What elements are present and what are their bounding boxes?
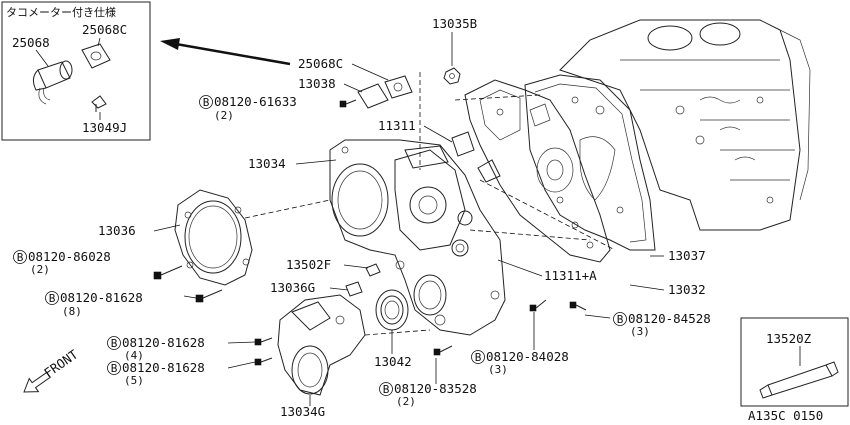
bolt-b4-qty: (4) bbox=[124, 349, 144, 362]
bolt-b6-shape bbox=[433, 345, 453, 356]
callout-13036G: 13036G bbox=[270, 280, 315, 295]
bolt-b8-number: 08120-84528 bbox=[628, 311, 711, 326]
bolt-callout-b1: B 08120-61633 (2) bbox=[199, 94, 297, 122]
bolt-marker: B bbox=[475, 351, 482, 364]
bolt-marker: B bbox=[203, 96, 210, 109]
bolt-b1-number: 08120-61633 bbox=[214, 94, 297, 109]
gasket-13036-drawing bbox=[174, 189, 253, 286]
gasket-11311-drawing bbox=[451, 131, 501, 183]
bolt-marker: B bbox=[111, 362, 118, 375]
bolt-b2-qty: (2) bbox=[30, 263, 50, 276]
callout-13034: 13034 bbox=[248, 156, 286, 171]
inset-gasket-drawing bbox=[81, 37, 111, 69]
bolt-b3-qty: (8) bbox=[62, 305, 82, 318]
dowel-13036G-drawing bbox=[345, 281, 363, 297]
bolt-callout-b4: B 08120-81628 (4) bbox=[107, 335, 205, 362]
front-label: FRONT bbox=[41, 346, 81, 380]
inset-clip-drawing bbox=[91, 95, 107, 120]
callout-11311: 11311 bbox=[378, 118, 416, 133]
bolt-b5-qty: (5) bbox=[124, 374, 144, 387]
bolt-b5-number: 08120-81628 bbox=[122, 360, 205, 375]
bolt-b3-shape bbox=[195, 289, 223, 303]
callout-labels: 13035B 25068C 13038 11311 13034 13036 13… bbox=[98, 16, 706, 419]
callout-13042: 13042 bbox=[374, 354, 412, 369]
inset-frame bbox=[1, 1, 151, 141]
inset-part-25068: 25068 bbox=[12, 35, 50, 50]
callout-13037: 13037 bbox=[668, 248, 706, 263]
sealant-inset-frame bbox=[740, 317, 849, 407]
bolt-b4-shape bbox=[254, 337, 273, 346]
callout-13032: 13032 bbox=[668, 282, 706, 297]
bolt-callout-b2: B 08120-86028 (2) bbox=[13, 249, 111, 276]
bolt-b6-number: 08120-83528 bbox=[394, 381, 477, 396]
front-direction-indicator: FRONT bbox=[23, 346, 81, 393]
bolt-callout-b8: B 08120-84528 (3) bbox=[613, 311, 711, 338]
bolt-callout-b3: B 08120-81628 (8) bbox=[45, 290, 143, 318]
bolt-marker: B bbox=[17, 251, 24, 264]
bolt-b4-number: 08120-81628 bbox=[122, 335, 205, 350]
bolt-b2-shape bbox=[153, 265, 183, 280]
housing-13034G-drawing bbox=[277, 294, 366, 396]
sealant-part-label: 13520Z bbox=[766, 331, 812, 346]
bolt-b1-shape bbox=[339, 99, 357, 108]
callout-13034G: 13034G bbox=[280, 404, 325, 419]
bolt-marker: B bbox=[617, 313, 624, 326]
bolt-marker: B bbox=[49, 292, 56, 305]
callout-13038: 13038 bbox=[298, 76, 336, 91]
assembly-guide-lines bbox=[244, 72, 616, 336]
bolt-b1-qty: (2) bbox=[214, 109, 234, 122]
callout-13035B: 13035B bbox=[432, 16, 477, 31]
bolt-b2-number: 08120-86028 bbox=[28, 249, 111, 264]
bolt-b7-qty: (3) bbox=[488, 363, 508, 376]
bolt-callout-b5: B 08120-81628 (5) bbox=[107, 360, 205, 387]
bolt-b3-number: 08120-81628 bbox=[60, 290, 143, 305]
sealant-tube-icon bbox=[759, 361, 839, 399]
front-arrow-icon bbox=[23, 371, 51, 393]
callout-13036: 13036 bbox=[98, 223, 136, 238]
callout-25068C: 25068C bbox=[298, 56, 343, 71]
inset-pointer-arrow bbox=[160, 38, 291, 66]
callout-11311-A: 11311+A bbox=[544, 268, 597, 283]
sealant-inset: 13520Z bbox=[740, 317, 849, 407]
bolt-shapes bbox=[153, 99, 587, 366]
leader-lines bbox=[153, 32, 665, 406]
inset-part-25068C: 25068C bbox=[82, 22, 127, 37]
figure-code: A135C 0150 bbox=[748, 408, 823, 423]
tachometer-inset: タコメーター付き仕様 25068 25068C 13049J bbox=[1, 1, 151, 141]
oil-seal-13042-drawing bbox=[375, 289, 409, 331]
pin-13502F-drawing bbox=[365, 263, 381, 277]
bolt-b8-shape bbox=[569, 301, 587, 311]
bolt-b8-qty: (3) bbox=[630, 325, 650, 338]
inset-heading: タコメーター付き仕様 bbox=[6, 5, 116, 19]
callout-13502F: 13502F bbox=[286, 257, 331, 272]
bolt-b7-shape bbox=[529, 299, 547, 312]
sensor-drawing bbox=[32, 49, 73, 105]
bolt-marker: B bbox=[383, 383, 390, 396]
bolt-callouts: B 08120-61633 (2) B 08120-86028 (2) B 08… bbox=[13, 94, 711, 408]
bolt-callout-b6: B 08120-83528 (2) bbox=[379, 381, 477, 408]
bolt-b7-number: 08120-84028 bbox=[486, 349, 569, 364]
gasket-25068C-drawing bbox=[384, 75, 413, 99]
plate-13038-drawing bbox=[357, 83, 389, 109]
bolt-marker: B bbox=[111, 337, 118, 350]
nut-13035B-drawing bbox=[443, 67, 461, 85]
bolt-b6-qty: (2) bbox=[396, 395, 416, 408]
inset-part-13049J: 13049J bbox=[82, 120, 127, 135]
rear-gasket-13037-drawing bbox=[524, 74, 656, 251]
engine-block-drawing bbox=[559, 19, 811, 231]
bolt-callout-b7: B 08120-84028 (3) bbox=[471, 349, 569, 376]
bolt-b5-shape bbox=[254, 357, 273, 366]
front-cover-13034-drawing bbox=[329, 139, 506, 336]
crank-seal-drawing bbox=[413, 274, 447, 316]
